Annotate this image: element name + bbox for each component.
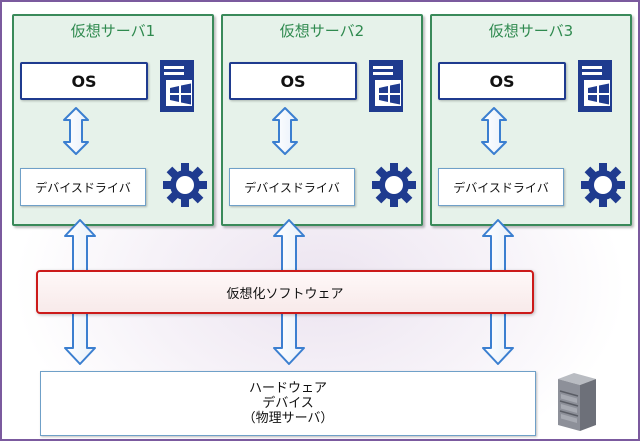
windows-server-icon — [160, 60, 194, 112]
os-box: OS — [229, 62, 357, 100]
physical-server-icon — [558, 373, 596, 431]
device-driver-box: デバイスドライバ — [229, 168, 355, 206]
virtualization-software-box: 仮想化ソフトウェア — [36, 270, 534, 314]
windows-server-icon — [578, 60, 612, 112]
physical-server-label: （物理サーバ） — [242, 411, 334, 426]
os-box: OS — [438, 62, 566, 100]
virtual-server-2: 仮想サーバ2 OS デバイスドライバ — [221, 14, 423, 226]
os-box: OS — [20, 62, 148, 100]
os-driver-arrow — [63, 107, 89, 155]
virtual-server-title: 仮想サーバ3 — [488, 22, 574, 40]
os-driver-arrow — [481, 107, 507, 155]
virtual-server-3: 仮想サーバ3 OS デバイスドライバ — [430, 14, 632, 226]
virtual-server-title: 仮想サーバ1 — [70, 22, 156, 40]
virtual-server-title: 仮想サーバ2 — [279, 22, 365, 40]
virtual-server-1: 仮想サーバ1 OS デバイスドライバ — [12, 14, 214, 226]
device-driver-box: デバイスドライバ — [438, 168, 564, 206]
device-driver-box: デバイスドライバ — [20, 168, 146, 206]
gear-icon — [372, 163, 416, 207]
gear-icon — [581, 163, 625, 207]
hardware-box: ハードウェア デバイス （物理サーバ） — [40, 371, 536, 436]
windows-server-icon — [369, 60, 403, 112]
os-driver-arrow — [272, 107, 298, 155]
device-label: デバイス — [262, 396, 314, 411]
gear-icon — [163, 163, 207, 207]
hardware-label: ハードウェア — [248, 381, 327, 396]
